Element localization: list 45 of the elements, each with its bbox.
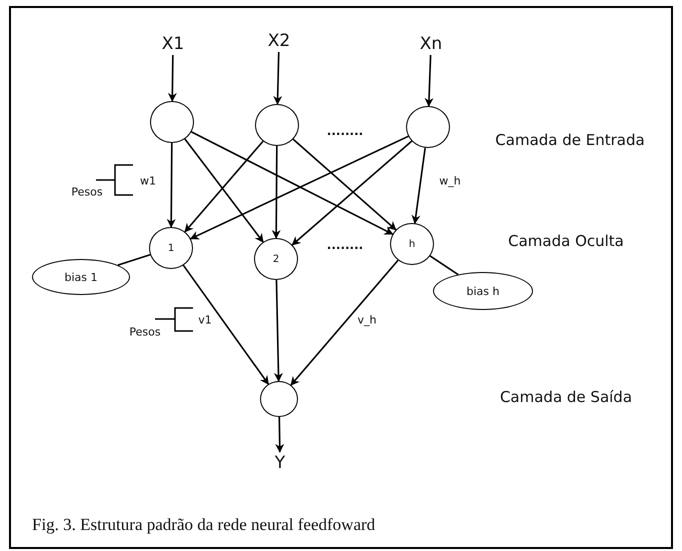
arrow (290, 260, 399, 386)
arrow (292, 140, 412, 246)
input-label: X2 (268, 31, 290, 51)
connector-line (430, 255, 459, 276)
hidden-neuron-circle (149, 227, 193, 269)
arrow (168, 54, 177, 102)
annotation-text: Camada Oculta (508, 232, 624, 250)
annotation-text: Pesos (129, 326, 161, 338)
annotation-text: Camada de Saída (500, 388, 632, 406)
annotation-text: Camada de Entrada (495, 131, 645, 149)
annotation-text: v_h (358, 314, 376, 326)
output-neuron-circle (260, 381, 298, 417)
annotation-text: w_h (439, 174, 461, 188)
annotation-text: v1 (198, 314, 212, 326)
ellipsis-dots: ........ (326, 124, 364, 138)
hidden-neuron-circle (254, 238, 298, 280)
arrow (166, 143, 176, 228)
arrow (292, 138, 396, 230)
input-neuron-circle (406, 106, 450, 148)
arrow (411, 148, 426, 224)
arrow (274, 280, 283, 382)
node-label: bias h (466, 284, 500, 298)
arrow (424, 54, 434, 107)
input-label: Xn (420, 34, 442, 54)
node-label: h (408, 238, 416, 250)
node-label: bias 1 (64, 270, 98, 284)
annotation-text: Pesos (71, 186, 103, 198)
node-label: 1 (168, 242, 174, 254)
annotation-text: w1 (140, 174, 156, 188)
arrow (275, 416, 284, 453)
input-label: X1 (162, 34, 184, 54)
arrow (190, 136, 409, 240)
input-label: Y (274, 453, 286, 473)
bias-ellipse (32, 259, 130, 295)
hidden-neuron-circle (390, 223, 434, 265)
node-label: 2 (272, 254, 280, 264)
arrow (182, 264, 269, 385)
figure-caption: Fig. 3. Estrutura padrão da rede neural feedfoward (32, 515, 376, 535)
arrow (191, 131, 394, 235)
arrow (273, 52, 282, 105)
input-neuron-circle (150, 101, 194, 143)
arrow (272, 146, 281, 239)
ellipsis-dots: ........ (326, 238, 364, 252)
connector-line (118, 254, 150, 266)
input-neuron-circle (255, 104, 299, 146)
